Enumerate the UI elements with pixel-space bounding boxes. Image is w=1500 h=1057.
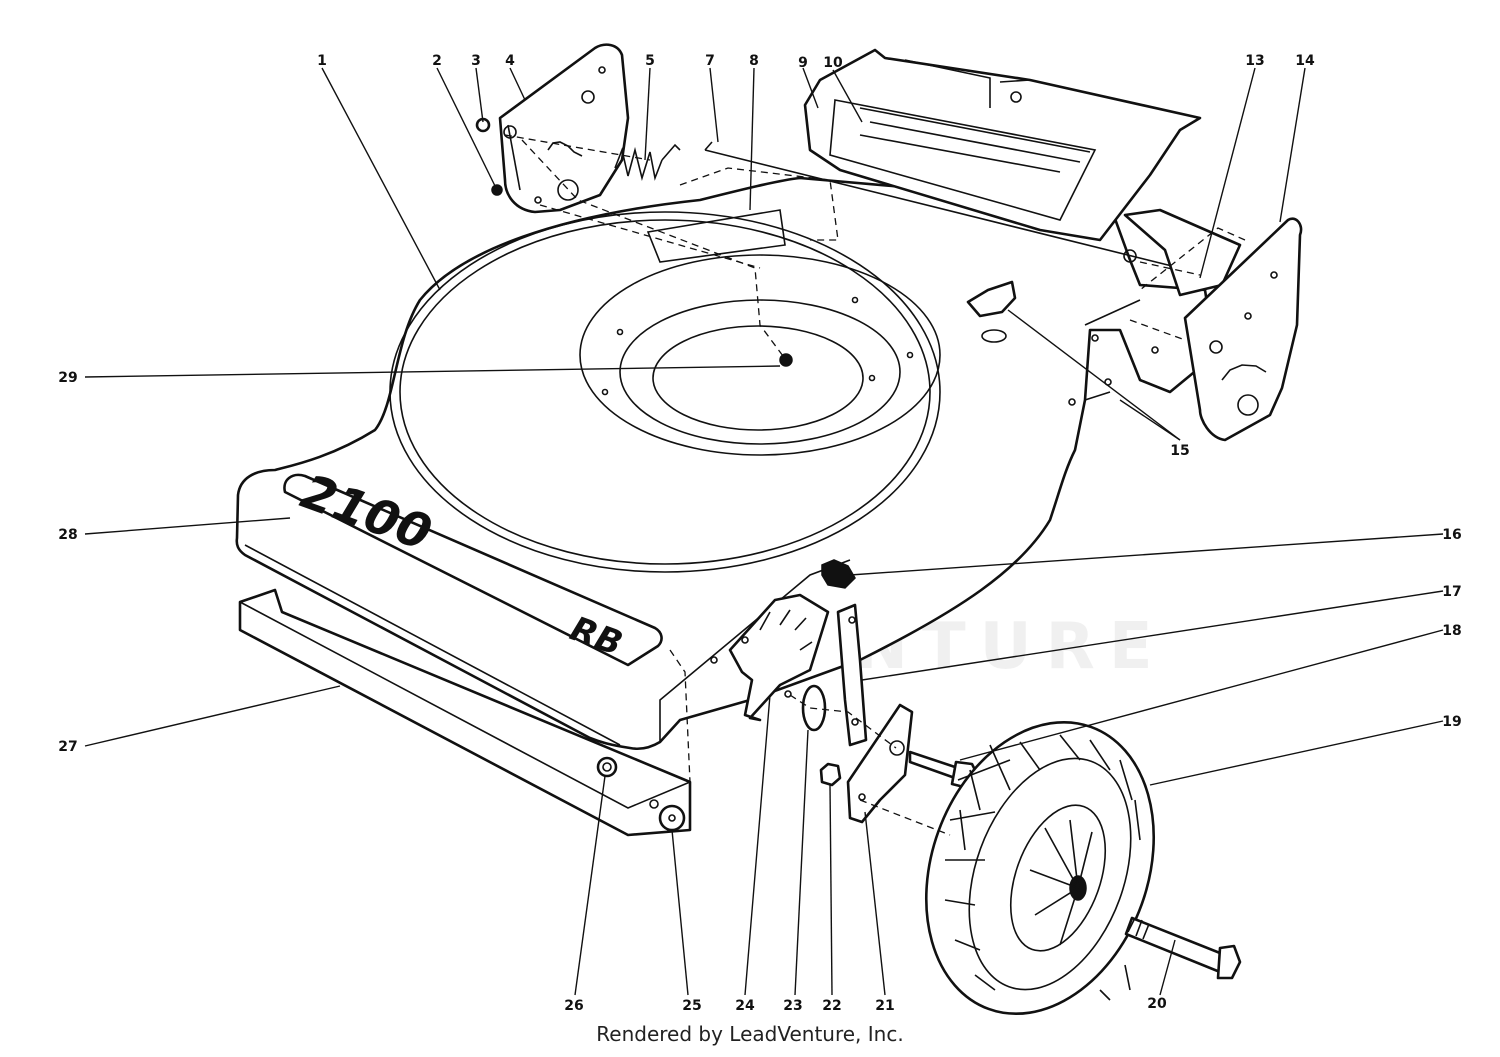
callout-1: 1: [317, 53, 327, 69]
callout-2: 2: [432, 53, 442, 69]
callout-9: 9: [798, 55, 808, 71]
bolt-26: [596, 756, 618, 778]
callout-20: 20: [1147, 996, 1167, 1012]
callout-15: 15: [1170, 443, 1189, 459]
callout-7: 7: [705, 53, 715, 69]
callout-14: 14: [1295, 53, 1315, 69]
gasket: [646, 209, 786, 263]
callout-18: 18: [1442, 623, 1461, 639]
callout-8: 8: [749, 53, 759, 69]
callout-23: 23: [783, 998, 802, 1014]
wheel: [924, 720, 1156, 1016]
right-height-adjuster: [1183, 217, 1303, 442]
torsion-spring: [614, 143, 681, 181]
axle-bolt-20: [1124, 916, 1242, 980]
axle-bracket: [846, 703, 914, 824]
grass-deflector: [803, 48, 1202, 242]
left-height-adjuster: [498, 43, 630, 214]
callout-26: 26: [564, 998, 583, 1014]
callout-25: 25: [682, 998, 701, 1014]
callout-4: 4: [505, 53, 515, 69]
callout-24: 24: [735, 998, 755, 1014]
callout-21: 21: [875, 998, 894, 1014]
callout-10: 10: [823, 55, 843, 71]
plug-16: [821, 559, 856, 589]
washer-25: [658, 804, 686, 832]
assembly-lines: [504, 134, 1246, 836]
callout-3: 3: [471, 53, 481, 69]
nut-22: [819, 762, 842, 787]
callout-16: 16: [1442, 527, 1461, 543]
leader-lines: [84, 67, 1444, 996]
callout-19: 19: [1442, 714, 1461, 730]
adjuster-plate: [710, 593, 830, 722]
footer-credit: Rendered by LeadVenture, Inc.: [596, 1022, 904, 1046]
callout-labels: 1 2 3 4 5 7 8 9 10 13 14 15 16 17 18 19 …: [58, 53, 1461, 1014]
adjuster-lever: [836, 603, 868, 747]
callout-17: 17: [1442, 584, 1461, 600]
callout-28: 28: [58, 527, 77, 543]
callout-13: 13: [1245, 53, 1264, 69]
callout-27: 27: [58, 739, 77, 755]
knob-15: [966, 280, 1017, 343]
callout-22: 22: [822, 998, 841, 1014]
callout-29: 29: [58, 370, 77, 386]
mower-deck: [235, 176, 1217, 751]
callout-5: 5: [645, 53, 655, 69]
front-baffle-bar: [238, 588, 692, 837]
